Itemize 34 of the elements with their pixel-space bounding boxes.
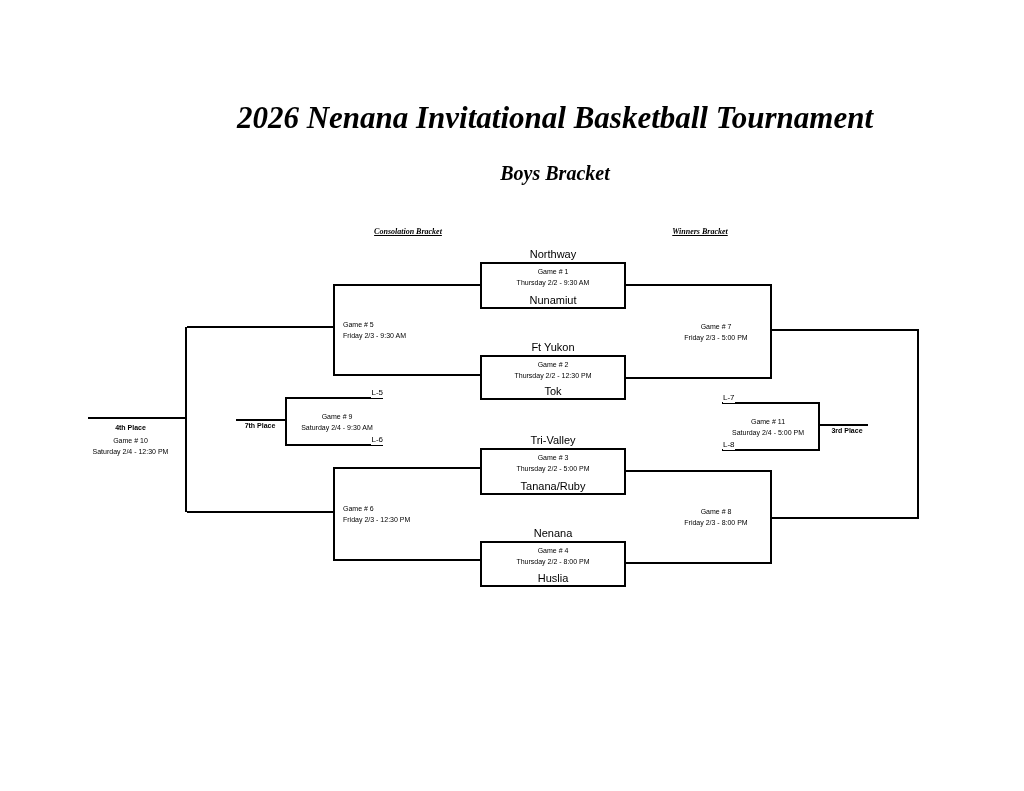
bracket-connector [625, 377, 773, 379]
bracket-connector [186, 511, 334, 513]
edge-label: L-5 [371, 388, 383, 398]
bracket-connector [332, 467, 481, 469]
section-heading: Consolation Bracket [373, 226, 443, 238]
team-name: Tri-Valley [530, 434, 576, 447]
edge-label: L-7 [723, 393, 735, 403]
bracket-connector [284, 444, 384, 446]
subtitle: Boys Bracket [499, 161, 612, 187]
title: 2026 Nenana Invitational Basketball Tournament [235, 99, 875, 137]
bracket-connector [332, 559, 481, 561]
bracket-connector [625, 284, 773, 286]
bracket-connector [87, 417, 188, 419]
team-name: Ft Yukon [531, 341, 575, 354]
bracket-connector [625, 470, 773, 472]
edge-label: L-6 [371, 435, 383, 445]
team-name: Huslia [537, 572, 569, 585]
bracket-connector [186, 326, 334, 328]
team-name: Tanana/Ruby [520, 480, 586, 493]
team-name: Nenana [533, 527, 573, 540]
bracket-connector [771, 329, 919, 519]
section-heading: Winners Bracket [671, 226, 729, 238]
team-name: Northway [529, 248, 577, 261]
team-name: Tok [544, 385, 562, 398]
bracket-connector [721, 402, 821, 404]
bracket-connector [332, 284, 481, 286]
bracket-connector [625, 562, 773, 564]
bracket-connector [819, 424, 869, 426]
team-name: Nunamiut [529, 294, 577, 307]
bracket-connector [235, 419, 286, 421]
bracket-connector [721, 449, 821, 451]
bracket-connector [284, 397, 384, 399]
edge-label: L-8 [723, 440, 735, 450]
bracket-connector [332, 374, 481, 376]
